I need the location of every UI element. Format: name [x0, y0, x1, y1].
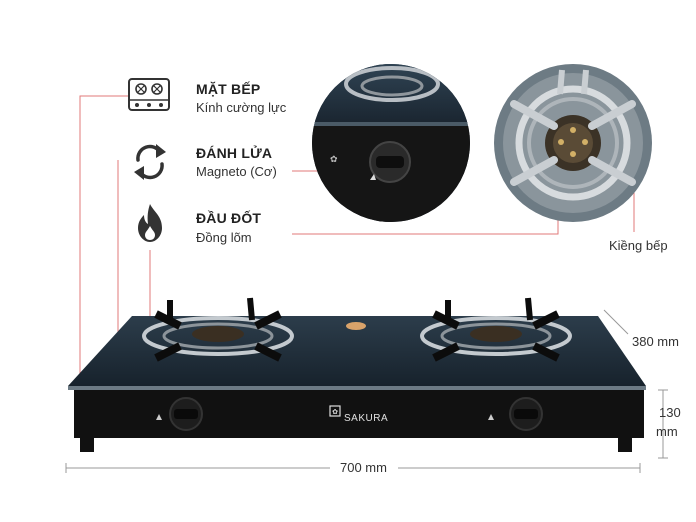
feature-ignition-title: ĐÁNH LỬA [196, 145, 273, 161]
gas-cooktop-icon [128, 78, 170, 114]
width-dimension-label: 700 mm [340, 460, 387, 475]
height-dimension-label-value: 130 [659, 405, 681, 420]
grate-label: Kiềng bếp [609, 238, 668, 253]
svg-text:✿: ✿ [332, 409, 338, 416]
depth-dimension-line [603, 309, 629, 335]
brand-logo-text: SAKURA [344, 413, 389, 424]
feature-ignition-subtitle: Magneto (Cơ) [196, 164, 277, 179]
depth-dimension-label: 380 mm [632, 334, 679, 349]
feature-glass-subtitle: Kính cường lực [196, 100, 287, 115]
grate-zoom-image [494, 64, 652, 222]
flame-icon [132, 202, 172, 242]
knob-zoom-image: ✿ [312, 64, 470, 222]
height-dimension-label-unit: mm [656, 424, 678, 439]
gas-stove-image: ✿ [68, 297, 646, 452]
callout-line-glass [79, 95, 128, 382]
svg-text:✿: ✿ [330, 154, 338, 164]
feature-burner-subtitle: Đồng lõm [196, 230, 252, 245]
feature-glass-title: MẶT BẾP [196, 81, 261, 97]
ignition-cycle-icon [130, 140, 170, 180]
feature-burner-title: ĐẦU ĐỐT [196, 210, 262, 226]
